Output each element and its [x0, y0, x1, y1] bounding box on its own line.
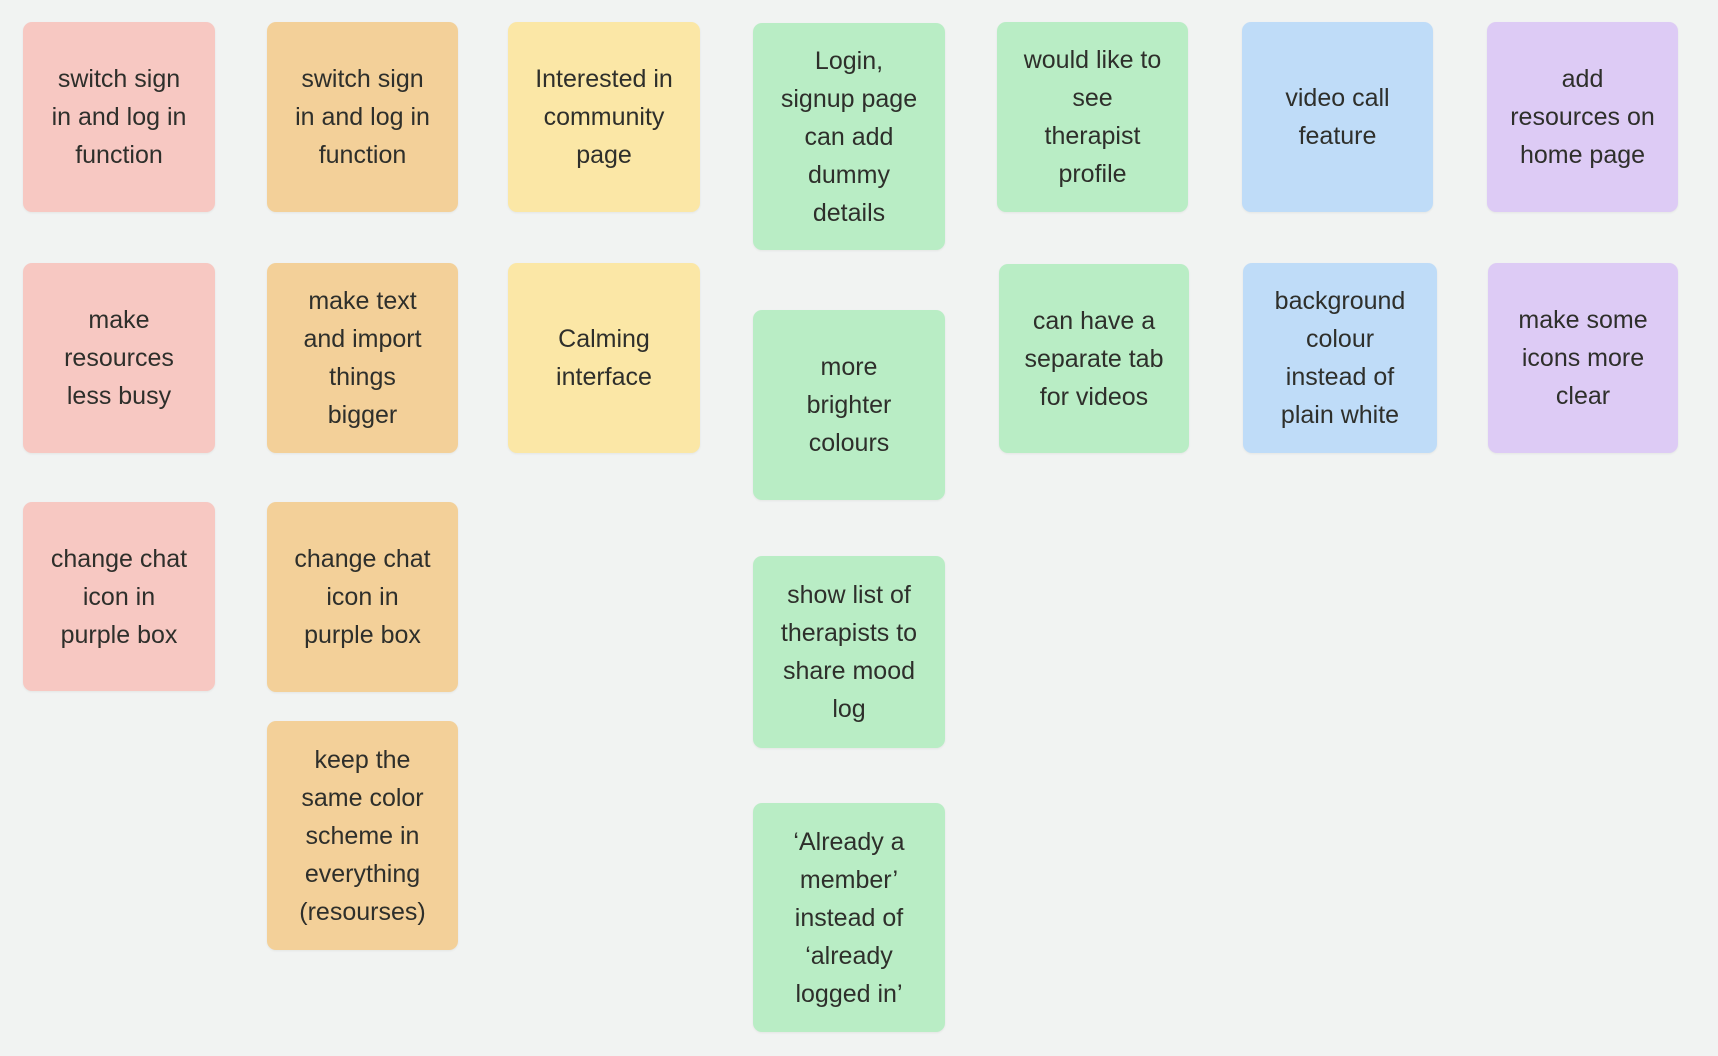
sticky-note-9[interactable]: make text and import things bigger	[267, 263, 458, 453]
sticky-note-5[interactable]: would like to see therapist profile	[997, 22, 1188, 212]
sticky-note-10[interactable]: Calming interface	[508, 263, 700, 453]
sticky-note-6[interactable]: video call feature	[1242, 22, 1433, 212]
sticky-note-19[interactable]: ‘Already a member’ instead of ‘already l…	[753, 803, 945, 1032]
sticky-note-4[interactable]: Login, signup page can add dummy details	[753, 23, 945, 250]
sticky-note-12[interactable]: can have a separate tab for videos	[999, 264, 1189, 453]
sticky-note-16[interactable]: change chat icon in purple box	[267, 502, 458, 692]
sticky-note-14[interactable]: make some icons more clear	[1488, 263, 1678, 453]
sticky-note-13[interactable]: background colour instead of plain white	[1243, 263, 1437, 453]
sticky-note-8[interactable]: make resources less busy	[23, 263, 215, 453]
sticky-note-2[interactable]: switch sign in and log in function	[267, 22, 458, 212]
sticky-note-15[interactable]: change chat icon in purple box	[23, 502, 215, 691]
sticky-note-1[interactable]: switch sign in and log in function	[23, 22, 215, 212]
sticky-note-3[interactable]: Interested in community page	[508, 22, 700, 212]
sticky-note-18[interactable]: keep the same color scheme in everything…	[267, 721, 458, 950]
sticky-note-17[interactable]: show list of therapists to share mood lo…	[753, 556, 945, 748]
sticky-note-7[interactable]: add resources on home page	[1487, 22, 1678, 212]
sticky-note-11[interactable]: more brighter colours	[753, 310, 945, 500]
